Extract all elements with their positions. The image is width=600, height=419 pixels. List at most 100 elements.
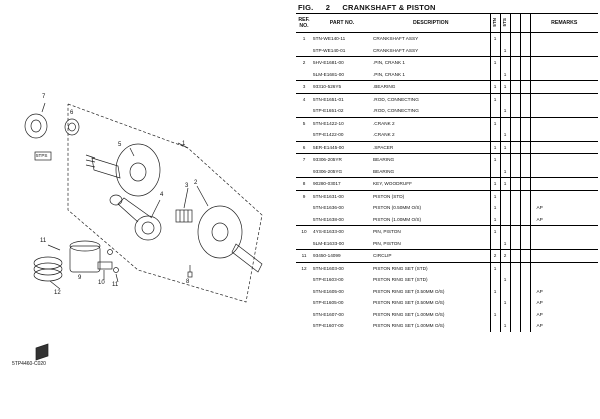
crank-1 [115, 143, 161, 197]
qty-d-cell [519, 153, 530, 166]
ref-no-cell [296, 286, 312, 298]
remarks-cell [529, 249, 598, 262]
circlip-11b [113, 267, 119, 273]
qty-c-cell [509, 177, 520, 190]
qty-b-cell: 1 [499, 297, 510, 309]
qty-a-cell: 1 [489, 177, 500, 190]
ref-no-cell [296, 129, 312, 141]
part-no-cell: 5HV-E1681-00 [312, 56, 372, 69]
qty-d-cell [519, 297, 530, 309]
figure-title: CRANKSHAFT & PISTON [342, 3, 436, 12]
qty-c-cell [509, 249, 520, 262]
qty-b-cell [499, 308, 510, 320]
description-cell: PISTON RING SET (1.00MM O/S) [373, 323, 445, 329]
description-cell: .ROD, CONNECTING [372, 92, 490, 105]
ref-no-cell [296, 297, 312, 309]
qty-b-cell: 1 [499, 129, 510, 141]
qty-a-cell [489, 105, 500, 117]
qty-a-cell [489, 44, 500, 57]
part-no-cell: 5TP-E1605-00 [313, 300, 344, 306]
header-ref-no: REF. NO. [296, 13, 312, 33]
description-cell: .BEARING [372, 80, 490, 93]
description-cell: KEY, WOODRUFF [372, 177, 490, 190]
remarks-cell [529, 140, 598, 154]
part-no-cell: 5TN-E1638-00 [313, 216, 344, 222]
description-cell: PISTON RING SET (0.50MM O/S) [373, 288, 445, 294]
description-cell: .CRANK 2 [373, 132, 395, 138]
remarks-cell [529, 237, 598, 250]
qty-d-cell [519, 68, 530, 81]
qty-a-cell [489, 165, 500, 178]
qty-a-cell: 1 [489, 140, 500, 154]
qty-d-cell [519, 92, 530, 105]
ref-no-cell: 5 [296, 116, 312, 129]
qty-b-cell: 1 [499, 320, 510, 332]
qty-c-cell [509, 225, 520, 238]
qty-d-cell [519, 189, 530, 202]
qty-d-cell [519, 320, 530, 332]
description-cell: .PIN, CRANK 1 [373, 71, 406, 77]
header-col-a: 5TN [489, 13, 500, 33]
figure-number: 2 [325, 3, 331, 12]
qty-b-cell: 1 [499, 80, 510, 93]
description-cell: CIRCLIP [372, 249, 490, 262]
ref-no-cell [296, 274, 312, 286]
ref-no-cell: 9 [296, 189, 312, 202]
part-no-cell: 5LM-E1633-00 [313, 240, 345, 246]
header-col-c [509, 13, 520, 33]
table-header: REF. NO. PART NO. DESCRIPTION 5TN 5TS RE… [296, 13, 598, 33]
qty-d-cell [519, 105, 530, 117]
qty-c-cell [509, 153, 520, 166]
qty-d-cell [519, 44, 530, 57]
part-no-cell: 5TP-E1651-02 [313, 108, 344, 114]
qty-d-cell [519, 237, 530, 250]
qty-a-cell: 1 [489, 153, 500, 166]
callout-7: 7 [42, 94, 46, 100]
remarks-cell [529, 225, 598, 238]
remarks-cell: AP [529, 202, 598, 214]
qty-a-cell: 1 [489, 308, 500, 320]
qty-b-cell [499, 225, 510, 238]
ref-no-cell: 10 [296, 225, 312, 238]
qty-b-cell: 1 [499, 165, 510, 178]
qty-d-cell [519, 213, 530, 226]
parts-table: REF. NO. PART NO. DESCRIPTION 5TN 5TS RE… [296, 13, 598, 332]
header-description: DESCRIPTION [372, 13, 490, 33]
callout-4: 4 [160, 192, 164, 198]
qty-b-cell [499, 56, 510, 69]
callout-5: 5 [118, 142, 122, 148]
remarks-cell [529, 105, 598, 117]
remarks-cell: AP [529, 285, 598, 297]
remarks-cell [529, 189, 598, 202]
ref-no-cell: 4 [296, 92, 312, 105]
remarks-cell [529, 165, 598, 178]
ref-no-cell [296, 238, 312, 250]
part-no-cell: 93450-14099 [312, 249, 372, 262]
ref-no-cell [296, 105, 312, 117]
remarks-cell: AP [529, 308, 598, 320]
qty-d-cell [519, 177, 530, 190]
qty-c-cell [509, 105, 520, 117]
remarks-cell [529, 177, 598, 190]
qty-c-cell [509, 308, 520, 320]
remarks-cell [529, 68, 598, 81]
figure-label: FIG. [298, 3, 314, 12]
part-no-cell: 5TN-E1636-00 [313, 205, 344, 211]
header-col-d [519, 13, 530, 33]
ref-no-cell [296, 309, 312, 321]
qty-b-cell [499, 189, 510, 202]
qty-b-cell [499, 202, 510, 214]
part-no-cell: 90280-03017 [312, 177, 372, 190]
qty-b-cell: 1 [499, 274, 510, 286]
part-no-cell: 5TP-E1607-00 [313, 323, 344, 329]
